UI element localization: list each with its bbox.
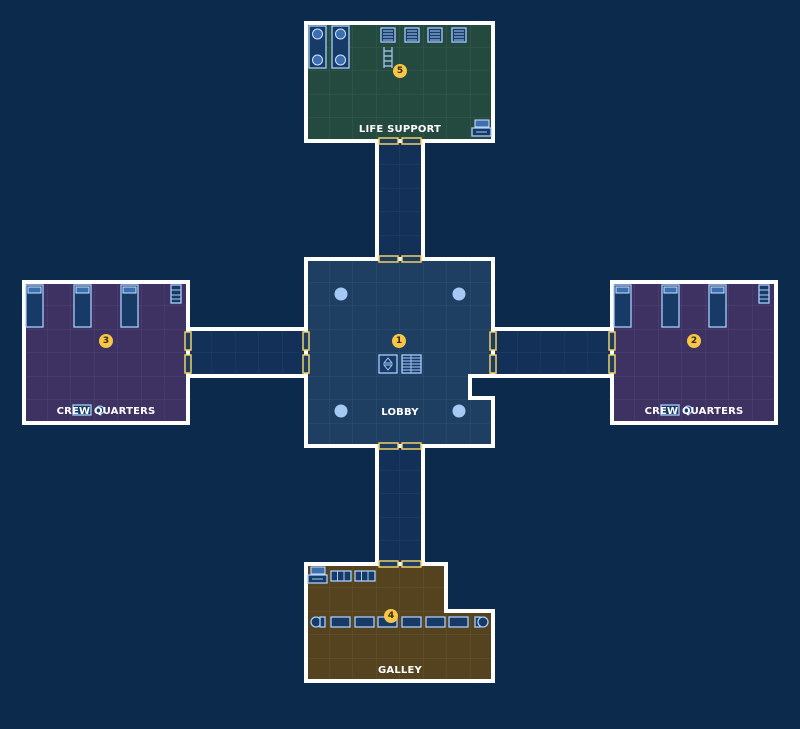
door-crew-quarters-west-east[interactable] <box>184 331 192 374</box>
room-badge-galley[interactable]: 4 <box>384 609 398 623</box>
door-lobby-south[interactable] <box>378 442 422 450</box>
table-icon[interactable] <box>660 404 693 416</box>
oxygen-tank-icon[interactable] <box>308 25 327 69</box>
doors <box>184 137 616 568</box>
bed-icon[interactable] <box>73 284 92 328</box>
room-lobby[interactable]: 1 LOBBY <box>304 257 495 448</box>
vent-panel-icon[interactable] <box>451 27 467 43</box>
corridors <box>188 141 612 565</box>
vent-panel-icon[interactable] <box>380 27 396 43</box>
bed-icon[interactable] <box>120 284 139 328</box>
corridor-east[interactable] <box>493 327 612 378</box>
room-number-galley: 4 <box>388 611 394 621</box>
ceiling-light-icon <box>334 287 348 301</box>
table-icon[interactable] <box>72 404 105 416</box>
computer-terminal-icon[interactable] <box>307 566 328 584</box>
corridor-south[interactable] <box>375 446 425 565</box>
door-crew-quarters-east-west[interactable] <box>608 331 616 374</box>
ceiling-light-icon <box>452 287 466 301</box>
bed-icon[interactable] <box>613 284 632 328</box>
elevator-button-icon[interactable] <box>378 354 398 374</box>
room-label-life-support: LIFE SUPPORT <box>359 124 441 135</box>
room-label-crew-quarters-east: CREW QUARTERS <box>645 406 744 417</box>
room-galley[interactable]: 4 GALLEY <box>304 562 495 683</box>
room-badge-life-support[interactable]: 5 <box>393 64 407 78</box>
door-lobby-north[interactable] <box>378 255 422 263</box>
door-life-support-south[interactable] <box>378 137 422 145</box>
room-label-lobby: LOBBY <box>381 407 419 418</box>
cabinet-icon[interactable] <box>330 570 352 582</box>
room-number-crew-quarters-west: 3 <box>103 336 109 346</box>
room-crew-quarters-east[interactable]: 2 CREW QUARTERS <box>610 280 778 425</box>
corridor-west[interactable] <box>188 327 307 378</box>
room-crew-quarters-west[interactable]: 3 CREW QUARTERS <box>22 280 190 425</box>
room-label-crew-quarters-west: CREW QUARTERS <box>57 406 156 417</box>
cabinet-icon[interactable] <box>354 570 376 582</box>
door-lobby-west[interactable] <box>302 331 310 374</box>
door-galley-north[interactable] <box>378 560 422 568</box>
room-number-lobby: 1 <box>396 336 402 346</box>
ceiling-light-icon <box>334 404 348 418</box>
room-life-support[interactable]: LIFE SUPPORT 5 <box>304 21 495 143</box>
oxygen-tank-icon[interactable] <box>331 25 350 69</box>
bed-icon[interactable] <box>25 284 44 328</box>
ladder-icon[interactable] <box>383 47 393 68</box>
room-badge-lobby[interactable]: 1 <box>392 334 406 348</box>
vent-panel-icon[interactable] <box>427 27 443 43</box>
bed-icon[interactable] <box>661 284 680 328</box>
ladder-icon[interactable] <box>170 284 182 304</box>
corridor-north[interactable] <box>375 141 425 260</box>
stairs-icon[interactable] <box>401 354 422 374</box>
room-number-life-support: 5 <box>397 66 403 76</box>
room-badge-crew-quarters-west[interactable]: 3 <box>99 334 113 348</box>
room-badge-crew-quarters-east[interactable]: 2 <box>687 334 701 348</box>
door-lobby-east[interactable] <box>489 331 497 374</box>
room-label-galley: GALLEY <box>378 665 423 676</box>
bed-icon[interactable] <box>708 284 727 328</box>
computer-terminal-icon[interactable] <box>471 119 492 137</box>
room-number-crew-quarters-east: 2 <box>691 336 697 346</box>
ladder-icon[interactable] <box>758 284 770 304</box>
ceiling-light-icon <box>452 404 466 418</box>
vent-panel-icon[interactable] <box>404 27 420 43</box>
